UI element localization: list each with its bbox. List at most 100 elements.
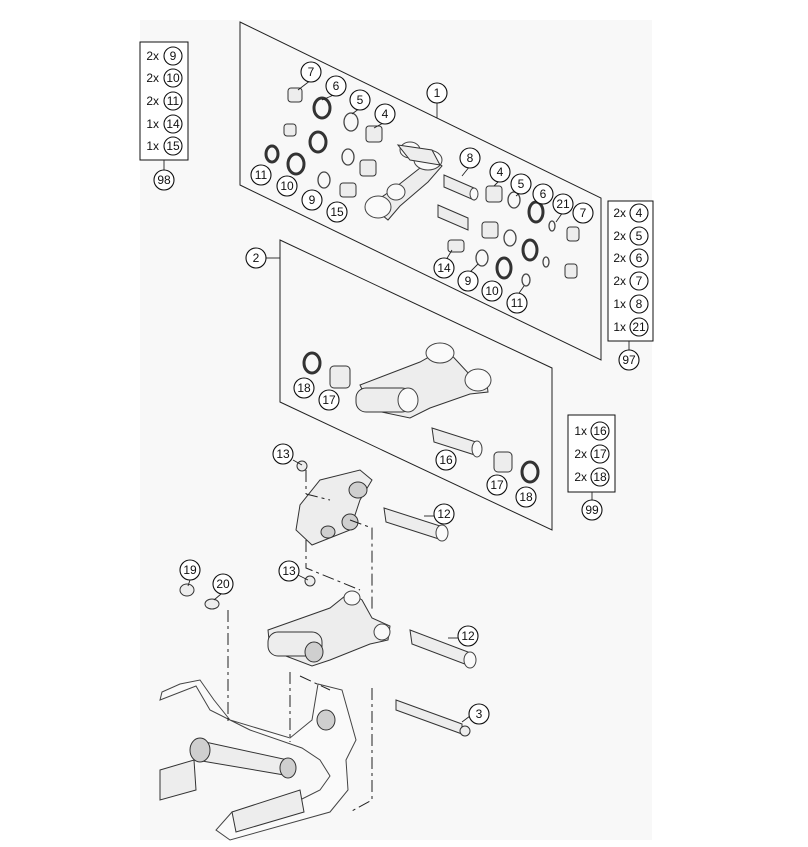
callout: 3 bbox=[468, 703, 490, 725]
callout-label: 20 bbox=[216, 577, 230, 591]
callout: 13 bbox=[272, 443, 294, 465]
callout: 18 bbox=[293, 377, 315, 399]
callout: 12 bbox=[433, 503, 455, 525]
kit-number: 97 bbox=[622, 353, 636, 367]
callout: 10 bbox=[276, 175, 298, 197]
callout: 4 bbox=[489, 161, 511, 183]
kit-item-part: 18 bbox=[593, 470, 607, 484]
kit-item-part: 15 bbox=[166, 139, 180, 153]
kit-item-part: 4 bbox=[636, 206, 643, 220]
callout: 9 bbox=[301, 189, 323, 211]
callout-label: 7 bbox=[580, 206, 587, 220]
callout-label: 12 bbox=[437, 507, 451, 521]
kit-item-qty: 2x bbox=[146, 71, 159, 85]
callout-label: 8 bbox=[467, 151, 474, 165]
callout: 9 bbox=[457, 270, 479, 292]
kit-item-qty: 1x bbox=[613, 297, 626, 311]
callout-label: 18 bbox=[519, 490, 533, 504]
kit-item-part: 5 bbox=[636, 229, 643, 243]
panel-outline-1 bbox=[239, 21, 602, 361]
kit-item-qty: 1x bbox=[574, 424, 587, 438]
callout: 20 bbox=[212, 573, 234, 595]
kit-item-part: 7 bbox=[636, 274, 643, 288]
callout: 2 bbox=[245, 247, 267, 269]
callout: 6 bbox=[325, 75, 347, 97]
callout-label: 13 bbox=[282, 564, 296, 578]
callout-label: 11 bbox=[255, 168, 268, 182]
panel-outline-2 bbox=[279, 239, 553, 531]
kit-item-part: 21 bbox=[632, 320, 646, 334]
kit-item-part: 9 bbox=[170, 49, 177, 63]
kit-item-part: 16 bbox=[593, 424, 607, 438]
kit-item-qty: 2x bbox=[613, 274, 626, 288]
callout-label: 11 bbox=[511, 296, 524, 310]
callout-label: 13 bbox=[276, 447, 290, 461]
callout: 8 bbox=[459, 147, 481, 169]
callout-label: 10 bbox=[280, 179, 294, 193]
callout-label: 1 bbox=[434, 86, 441, 100]
callout: 15 bbox=[326, 201, 348, 223]
kit-item-qty: 1x bbox=[146, 117, 159, 131]
callout-label: 10 bbox=[485, 284, 499, 298]
callout: 17 bbox=[318, 389, 340, 411]
callout: 6 bbox=[532, 183, 554, 205]
callout-label: 6 bbox=[333, 79, 340, 93]
kit-item-qty: 1x bbox=[613, 320, 626, 334]
callout: 7 bbox=[300, 61, 322, 83]
kit-98: 2x 9 2x 10 2x 11 1x 14 1x 15 98 bbox=[139, 41, 189, 191]
callout: 14 bbox=[433, 257, 455, 279]
callout-label: 18 bbox=[297, 381, 311, 395]
callout: 16 bbox=[435, 449, 457, 471]
callout-label: 19 bbox=[183, 563, 197, 577]
kit-item-part: 17 bbox=[593, 447, 607, 461]
callout-label: 17 bbox=[322, 393, 336, 407]
kit-item-part: 14 bbox=[166, 117, 180, 131]
frame-swingarm bbox=[159, 679, 357, 841]
callout-label: 4 bbox=[382, 107, 389, 121]
pull-rod bbox=[355, 342, 492, 419]
callout-label: 3 bbox=[476, 707, 483, 721]
callout: 10 bbox=[481, 280, 503, 302]
kit-item-qty: 2x bbox=[613, 251, 626, 265]
washers-19-20 bbox=[179, 583, 220, 610]
callout: 1 bbox=[426, 82, 448, 104]
bearing-set-right bbox=[437, 174, 580, 287]
kit-item-qty: 2x bbox=[613, 229, 626, 243]
callout-label: 9 bbox=[465, 274, 472, 288]
kit-item-qty: 1x bbox=[146, 139, 159, 153]
bearing-set-left bbox=[264, 87, 383, 198]
callout: 5 bbox=[349, 89, 371, 111]
kit-item-qty: 2x bbox=[146, 49, 159, 63]
callout: 11 bbox=[506, 292, 528, 314]
callout: 4 bbox=[374, 103, 396, 125]
pull-rod-kit-parts bbox=[302, 351, 540, 484]
assembled-pull-rod bbox=[267, 575, 477, 669]
callout: 5 bbox=[510, 173, 532, 195]
callout-label: 14 bbox=[437, 261, 451, 275]
callout-label: 5 bbox=[518, 177, 525, 191]
callout-label: 12 bbox=[461, 629, 475, 643]
kit-number: 98 bbox=[157, 173, 171, 187]
callout-label: 16 bbox=[439, 453, 453, 467]
kit-97: 2x 4 2x 5 2x 6 2x 7 1x 8 1x 21 97 bbox=[607, 200, 654, 371]
callout-label: 2 bbox=[253, 251, 260, 265]
callout-label: 21 bbox=[556, 197, 570, 211]
kit-item-qty: 2x bbox=[574, 470, 587, 484]
callout-label: 5 bbox=[357, 93, 364, 107]
kit-item-part: 6 bbox=[636, 251, 643, 265]
kit-item-qty: 2x bbox=[613, 206, 626, 220]
callout: 12 bbox=[457, 625, 479, 647]
bolt-3 bbox=[395, 699, 471, 737]
callout-label: 15 bbox=[330, 205, 344, 219]
callout-label: 17 bbox=[490, 478, 504, 492]
callout: 13 bbox=[278, 560, 300, 582]
callout-label: 9 bbox=[309, 193, 316, 207]
callout-label: 7 bbox=[308, 65, 315, 79]
kit-number: 99 bbox=[585, 503, 599, 517]
linkage-lever-upper bbox=[364, 141, 443, 221]
callout: 7 bbox=[572, 202, 594, 224]
callout: 17 bbox=[486, 474, 508, 496]
kit-item-qty: 2x bbox=[574, 447, 587, 461]
